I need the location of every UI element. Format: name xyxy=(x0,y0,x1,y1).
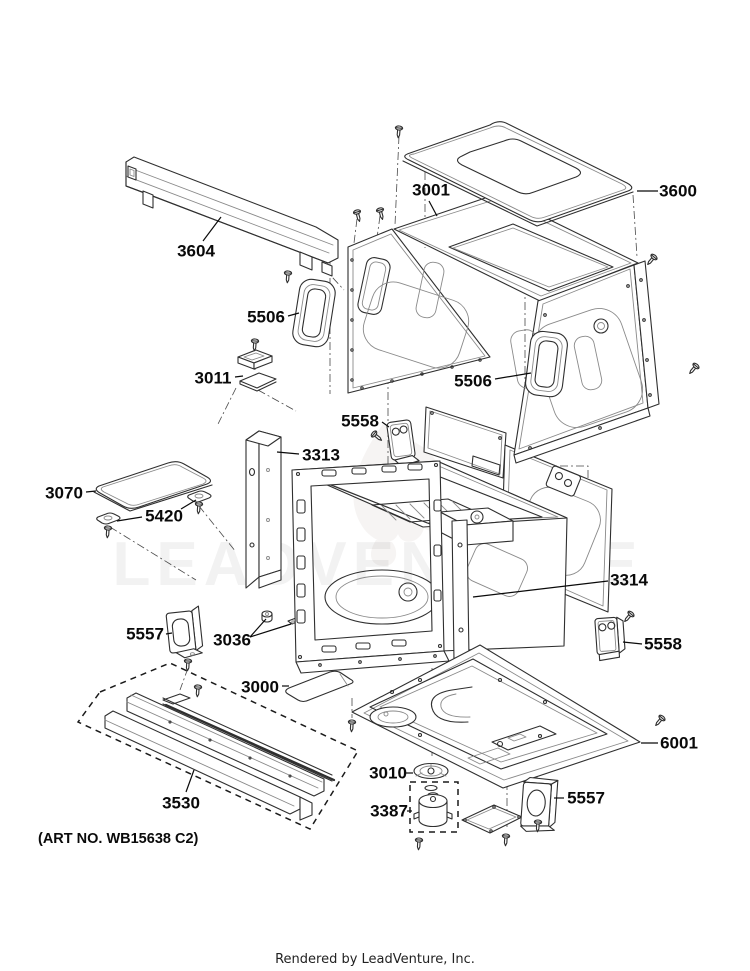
part-callout-3313: 3313 xyxy=(302,446,340,465)
art-no-text: (ART NO. WB15638 C2) xyxy=(38,831,199,847)
leader-line xyxy=(249,623,292,638)
part-5506-gasket-left xyxy=(292,278,336,348)
leader-line xyxy=(165,632,173,635)
part-callout-3010: 3010 xyxy=(369,764,407,783)
part-3314-cavity xyxy=(291,460,568,674)
part-6001-base xyxy=(351,644,641,789)
leader-line xyxy=(428,200,438,217)
leader-line xyxy=(234,375,244,378)
part-3530-rails xyxy=(76,662,360,830)
part-3001-case-wrap xyxy=(347,193,660,464)
part-callout-3000: 3000 xyxy=(241,678,279,697)
part-callout-5506: 5506 xyxy=(247,308,285,327)
part-callout-3011: 3011 xyxy=(195,369,232,388)
part-callout-5506: 5506 xyxy=(454,372,492,391)
part-stirrer-cover-plate xyxy=(461,804,523,834)
part-3070-panel xyxy=(93,461,213,512)
leader-line xyxy=(276,451,300,455)
part-5506-gasket-right xyxy=(525,330,568,398)
part-callout-3604: 3604 xyxy=(177,242,215,261)
leader-line xyxy=(116,516,143,522)
part-5557-bracket-right xyxy=(520,776,559,832)
part-callout-3387: 3387 xyxy=(370,802,408,821)
part-callout-5420: 5420 xyxy=(145,507,183,526)
part-3011-plate xyxy=(237,349,277,392)
part-callout-3530: 3530 xyxy=(162,794,200,813)
part-3036-nuts xyxy=(261,610,301,625)
leader-line xyxy=(180,499,197,510)
part-callout-3600: 3600 xyxy=(659,182,697,201)
leader-line xyxy=(472,580,609,598)
part-callout-3036: 3036 xyxy=(213,631,251,650)
part-3600-top-panel xyxy=(402,121,634,227)
part-5420-clips xyxy=(96,490,212,525)
part-3387-motor xyxy=(409,781,459,833)
leader-line xyxy=(381,421,390,428)
part-callout-3314: 3314 xyxy=(610,571,648,590)
leader-line xyxy=(494,372,532,380)
leader-line xyxy=(185,769,195,793)
part-callout-5558: 5558 xyxy=(341,412,379,431)
part-3000-plate xyxy=(285,670,354,703)
part-callout-3070: 3070 xyxy=(45,484,83,503)
part-callout-3001: 3001 xyxy=(412,181,450,200)
part-5557-bracket-left xyxy=(165,605,204,659)
leader-line xyxy=(287,312,300,317)
part-callout-5558: 5558 xyxy=(644,635,682,654)
part-back-panel xyxy=(423,406,507,479)
leader-line xyxy=(249,618,267,638)
part-3010-coupler xyxy=(413,762,449,792)
part-callout-5557: 5557 xyxy=(126,625,164,644)
part-3313-bracket xyxy=(245,430,282,589)
part-callout-6001: 6001 xyxy=(660,734,698,753)
part-callout-5557: 5557 xyxy=(567,789,605,808)
footer-credit: Rendered by LeadVenture, Inc. xyxy=(275,952,475,967)
part-3604-rail xyxy=(125,156,339,277)
leader-line xyxy=(202,216,222,242)
leader-line xyxy=(85,490,97,493)
leader-line xyxy=(622,641,643,645)
part-5558-bracket-right xyxy=(594,616,626,662)
